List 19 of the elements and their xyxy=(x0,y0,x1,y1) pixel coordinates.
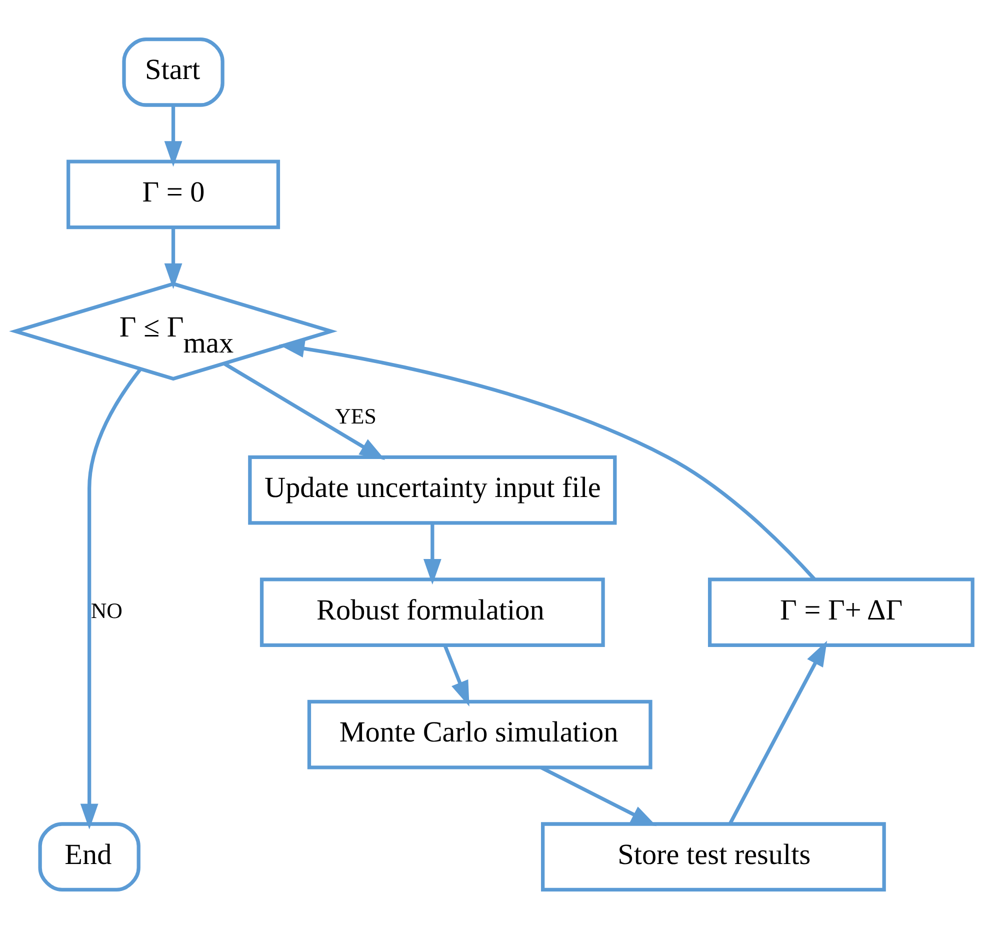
arrow xyxy=(224,362,386,460)
node-box: End xyxy=(38,822,140,892)
node-box: Γ = 0 xyxy=(66,160,280,230)
arrow xyxy=(443,644,470,707)
edge-label: YES xyxy=(335,404,376,429)
node-box: Monte Carlo simulation xyxy=(307,700,652,770)
arrow xyxy=(278,340,816,580)
arrow xyxy=(423,523,442,585)
edge-label: NO xyxy=(90,598,122,623)
arrow xyxy=(80,368,142,830)
arrow xyxy=(164,105,182,167)
node-box: Update uncertainty input file xyxy=(248,455,617,525)
arrow xyxy=(728,640,828,824)
node-box: Store test results xyxy=(541,822,886,892)
node-box: Start xyxy=(122,37,224,107)
node-box: Robust formulation xyxy=(260,578,605,647)
arrow xyxy=(164,228,182,290)
arrow xyxy=(540,766,657,826)
node-box: Γ = Γ+ ΔΓ xyxy=(708,578,974,647)
